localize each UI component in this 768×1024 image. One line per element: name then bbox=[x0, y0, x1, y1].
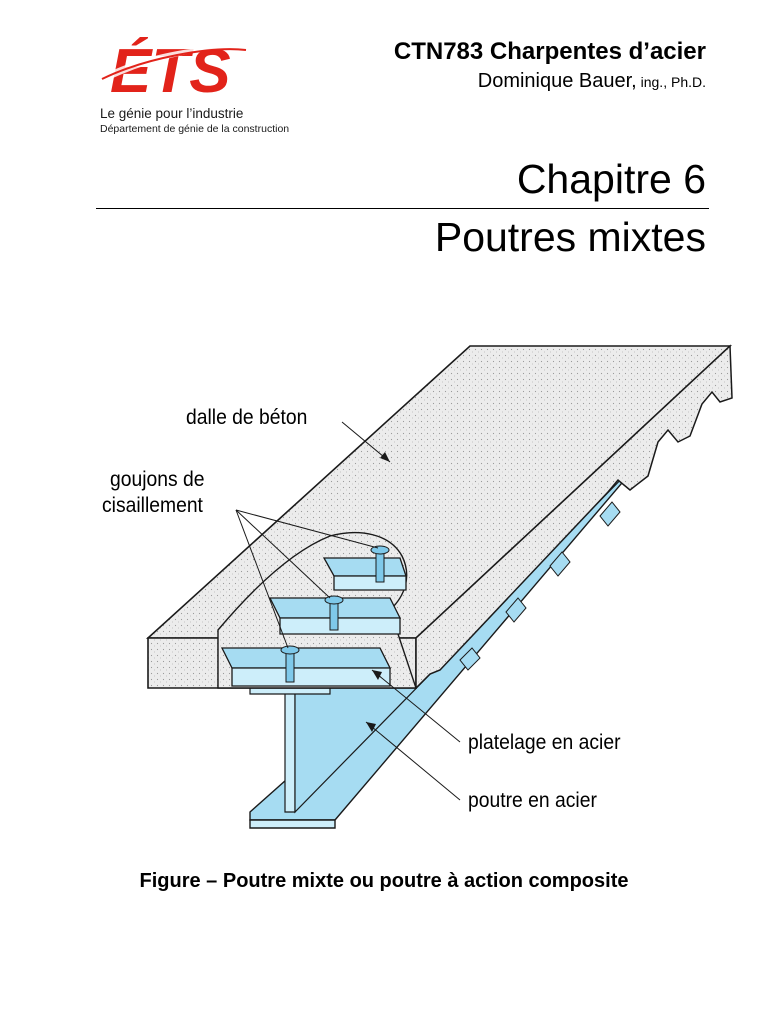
leader-beam bbox=[365, 721, 461, 801]
leader-deck bbox=[371, 669, 461, 743]
composite-beam-figure: dalle de béton goujons de cisaillement p… bbox=[90, 330, 750, 840]
concrete-slab-side bbox=[415, 344, 733, 690]
leader-slab bbox=[341, 421, 391, 463]
logo-tagline: Le génie pour l’industrie bbox=[100, 106, 244, 121]
title-divider bbox=[96, 208, 709, 209]
ets-logo-swoosh-edge bbox=[101, 48, 247, 80]
chapter-title: Poutres mixtes bbox=[434, 214, 706, 260]
beam-web bbox=[284, 691, 296, 813]
leader-stud-3 bbox=[235, 509, 289, 649]
label-steel-beam: poutre en acier bbox=[468, 789, 597, 812]
composite-beam-illustration bbox=[145, 344, 733, 829]
deck-rib bbox=[505, 597, 527, 623]
deck-step-3-face bbox=[333, 575, 407, 591]
deck-step-2-face bbox=[279, 617, 401, 635]
label-shear-studs-1: goujons de bbox=[110, 468, 205, 491]
concrete-slab-top bbox=[145, 345, 733, 639]
leader-stud-2 bbox=[235, 509, 331, 599]
arrowhead bbox=[380, 452, 390, 462]
label-concrete-slab: dalle de béton bbox=[186, 406, 308, 429]
label-steel-deck: platelage en acier bbox=[468, 731, 621, 754]
author-credentials: ing., Ph.D. bbox=[636, 74, 706, 90]
author-line: Dominique Bauer, ing., Ph.D. bbox=[478, 70, 706, 93]
deck-rib bbox=[459, 647, 481, 671]
leader-stud-1 bbox=[235, 509, 379, 549]
beam-bottom-flange-edge bbox=[249, 819, 336, 829]
course-title: CTN783 Charpentes d’acier bbox=[393, 38, 706, 65]
arrowhead bbox=[366, 722, 376, 732]
ets-logo-swoosh bbox=[102, 46, 246, 82]
ets-logo: ÉTS Le génie pour l’industrie Départemen… bbox=[96, 24, 326, 139]
shear-stud bbox=[280, 645, 300, 683]
figure-caption: Figure – Poutre mixte ou poutre à action… bbox=[139, 870, 629, 892]
shear-stud bbox=[370, 545, 390, 583]
ets-logo-mark: ÉTS bbox=[101, 37, 247, 104]
chapter-number: Chapitre 6 bbox=[516, 156, 706, 202]
deck-rib bbox=[599, 501, 621, 527]
deck-step-1-face bbox=[231, 667, 391, 687]
department-name: Département de génie de la construction bbox=[100, 123, 290, 135]
arrowhead bbox=[372, 670, 382, 680]
deck-step-3 bbox=[322, 557, 407, 577]
deck-step-1 bbox=[220, 647, 392, 669]
author-name: Dominique Bauer, bbox=[477, 70, 637, 92]
deck-rib bbox=[549, 551, 571, 577]
label-shear-studs-2: cisaillement bbox=[102, 494, 203, 517]
